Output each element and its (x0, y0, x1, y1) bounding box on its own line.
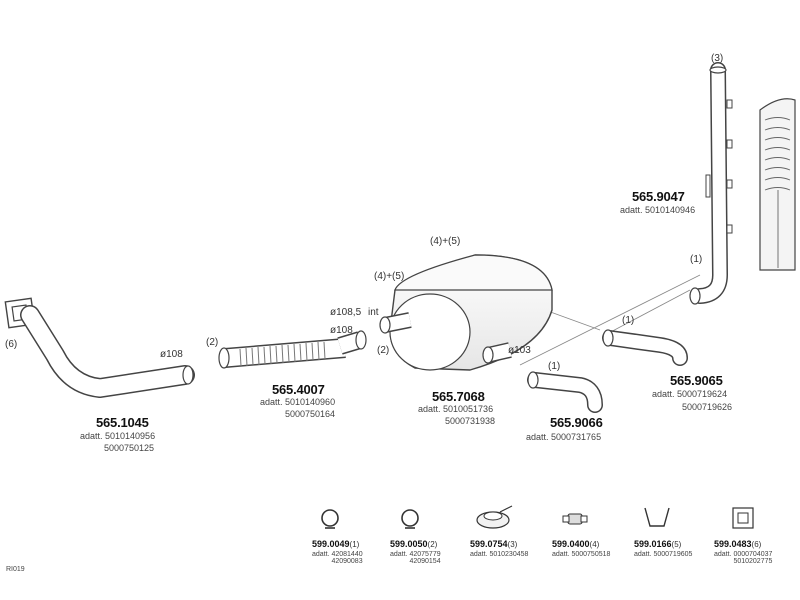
part-adatt-565-7068: adatt. 5010051736 (418, 404, 494, 414)
accessory-adatt: adatt. 5000719605 (634, 551, 693, 558)
part-adatt-565-9047: adatt. 5010140946 (620, 205, 696, 215)
accessory-code: 599.0049 (312, 539, 350, 549)
diameter-label-108: ø108 (160, 349, 183, 360)
position-marker-4-5-left: (4)+(5) (374, 271, 405, 282)
accessory-adatt: adatt. 0000704037 (714, 551, 773, 558)
part-alt-565-1045: 5000750125 (104, 443, 155, 453)
heat-shield (759, 98, 796, 271)
accessory-adatt: adatt. 5010230458 (470, 551, 529, 558)
bent-pipe-565-9066 (527, 371, 603, 413)
position-marker-6: (6) (5, 339, 18, 350)
diameter-label-108-5: ø108,5 (330, 307, 362, 318)
part-code-565-9047: 565.9047 (632, 189, 685, 204)
accessory-code: 599.0400 (552, 539, 590, 549)
position-marker-3: (3) (711, 53, 724, 64)
hanger-icon-599-0400 (562, 513, 588, 525)
accessory-adatt: adatt. 42081440 (312, 551, 363, 558)
diameter-label-108-inlet: ø108 (330, 325, 353, 336)
accessory-code: 599.0050 (390, 539, 428, 549)
accessory-alt: 42090154 (409, 558, 441, 565)
accessory-adatt: adatt. 42075779 (390, 551, 441, 558)
accessory-qty: (4) (589, 540, 600, 549)
part-adatt-565-1045: adatt. 5010140956 (80, 431, 156, 441)
position-marker-4-5-top: (4)+(5) (430, 236, 461, 247)
accessory-adatt: adatt. 5000750518 (552, 551, 611, 558)
accessory-alt: 5010202775 (733, 558, 773, 565)
flex-hose-565-4007 (218, 330, 367, 369)
vertical-stack-565-9047 (689, 62, 733, 305)
part-code-565-7068: 565.7068 (432, 389, 485, 404)
part-code-565-9066: 565.9066 (550, 415, 603, 430)
internal-label: int (368, 307, 379, 318)
flange-pipe-565-1045 (4, 297, 195, 398)
accessory-code: 599.0166 (634, 539, 672, 549)
bent-pipe-565-9065 (602, 329, 688, 366)
part-code-565-4007: 565.4007 (272, 382, 325, 397)
connection-lines (519, 274, 701, 366)
diameter-label-103: ø103 (508, 345, 531, 356)
flange-gasket-icon-599-0483 (732, 507, 754, 529)
position-marker-1-9065: (1) (622, 315, 635, 326)
part-alt-565-9065: 5000719626 (682, 402, 733, 412)
part-adatt-565-9065: adatt. 5000719624 (652, 389, 728, 399)
accessory-qty: (2) (427, 540, 438, 549)
accessory-599-0400: 599.0400(4) adatt. 5000750518 (552, 539, 611, 559)
muffler-565-7068 (379, 254, 553, 371)
accessory-qty: (3) (507, 540, 518, 549)
part-adatt-565-9066: adatt. 5000731765 (526, 432, 602, 442)
drawing-reference: RI019 (6, 566, 25, 573)
clamp-icon-599-0049 (321, 509, 339, 529)
part-code-565-1045: 565.1045 (96, 415, 149, 430)
clamp-icon-599-0050 (401, 509, 419, 529)
accessory-code: 599.0483 (714, 539, 752, 549)
part-alt-565-4007: 5000750164 (285, 409, 336, 419)
part-adatt-565-4007: adatt. 5010140960 (260, 397, 336, 407)
part-code-565-9065: 565.9065 (670, 373, 723, 388)
position-marker-2-inlet: (2) (377, 345, 390, 356)
accessory-599-0166: 599.0166(5) adatt. 5000719605 (634, 539, 693, 559)
position-marker-1-9066: (1) (548, 361, 561, 372)
accessory-alt: 42090083 (331, 558, 363, 565)
position-marker-2-hose: (2) (206, 337, 219, 348)
accessory-599-0754: 599.0754(3) adatt. 5010230458 (470, 539, 529, 559)
position-marker-1-9047: (1) (690, 254, 703, 265)
accessory-qty: (1) (349, 540, 360, 549)
accessory-qty: (6) (751, 540, 762, 549)
accessory-code: 599.0754 (470, 539, 508, 549)
bracket-icon-599-0166 (644, 507, 670, 527)
gasket-icon-599-0754 (476, 505, 513, 529)
accessory-qty: (5) (671, 540, 682, 549)
part-alt-565-7068: 5000731938 (445, 416, 496, 426)
